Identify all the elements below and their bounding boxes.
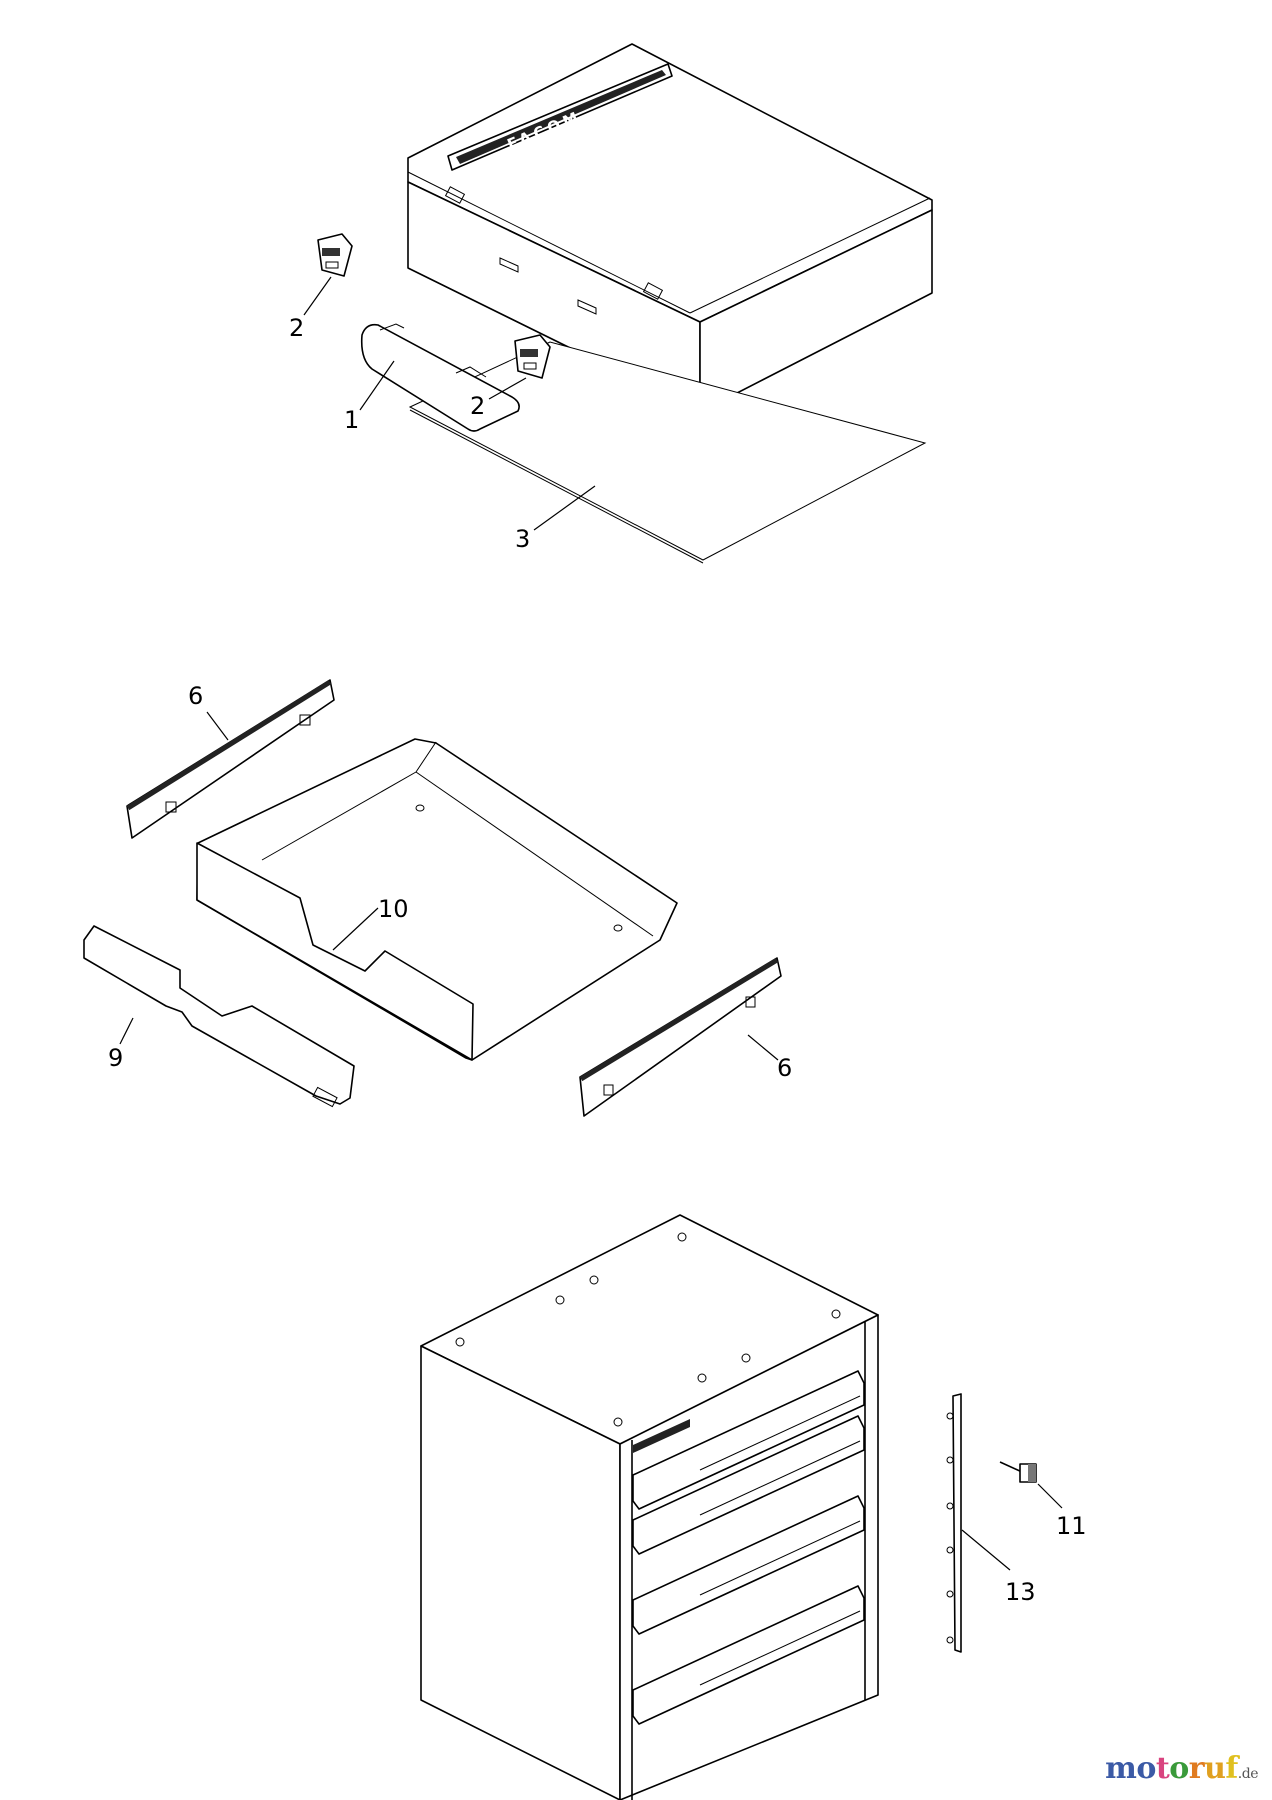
- watermark-letter-u: u: [1204, 1751, 1226, 1786]
- motoruf-watermark: motoruf.de: [1105, 1751, 1258, 1786]
- handle-part-1: [360, 323, 520, 432]
- lid-box: FACOM: [407, 43, 933, 413]
- base-mat-part-3: [408, 341, 927, 564]
- drawer-tray-part-10: [196, 738, 678, 1061]
- cabinet-drawer-1: [632, 1370, 865, 1510]
- label-part-11: 11: [1056, 1512, 1087, 1540]
- watermark-letter-f: f: [1225, 1751, 1238, 1786]
- watermark-suffix: .de: [1237, 1766, 1259, 1782]
- label-part-1: 1: [344, 406, 359, 434]
- cabinet-drawer-4: [632, 1585, 865, 1725]
- slide-rail-part-6-upper: [126, 679, 335, 839]
- watermark-letter-o: o: [1136, 1751, 1156, 1786]
- locking-bar-part-13: [946, 1393, 962, 1653]
- cabinet-drawer-3: [632, 1495, 865, 1635]
- label-part-6b: 6: [777, 1054, 792, 1082]
- label-part-6a: 6: [188, 682, 203, 710]
- watermark-letter-m: m: [1105, 1751, 1137, 1786]
- watermark-letter-r: r: [1188, 1751, 1205, 1786]
- label-part-13: 13: [1005, 1578, 1036, 1606]
- label-part-10: 10: [378, 895, 409, 923]
- lock-cylinder-part-11: [999, 1461, 1037, 1483]
- watermark-letter-o2: o: [1169, 1751, 1189, 1786]
- cabinet-drawer-2: [632, 1415, 865, 1555]
- label-part-3: 3: [515, 525, 530, 553]
- watermark-letter-t: t: [1155, 1751, 1170, 1786]
- latch-clip-part-2-right: [514, 334, 551, 379]
- drawer-handle-part-9: [83, 925, 355, 1108]
- slide-rail-part-6-lower: [579, 957, 782, 1117]
- label-part-2a: 2: [289, 314, 304, 342]
- label-part-2b: 2: [470, 392, 485, 420]
- latch-clip-part-2-left: [317, 233, 353, 277]
- label-part-9: 9: [108, 1044, 123, 1072]
- drawer-cabinet: [420, 1214, 879, 1800]
